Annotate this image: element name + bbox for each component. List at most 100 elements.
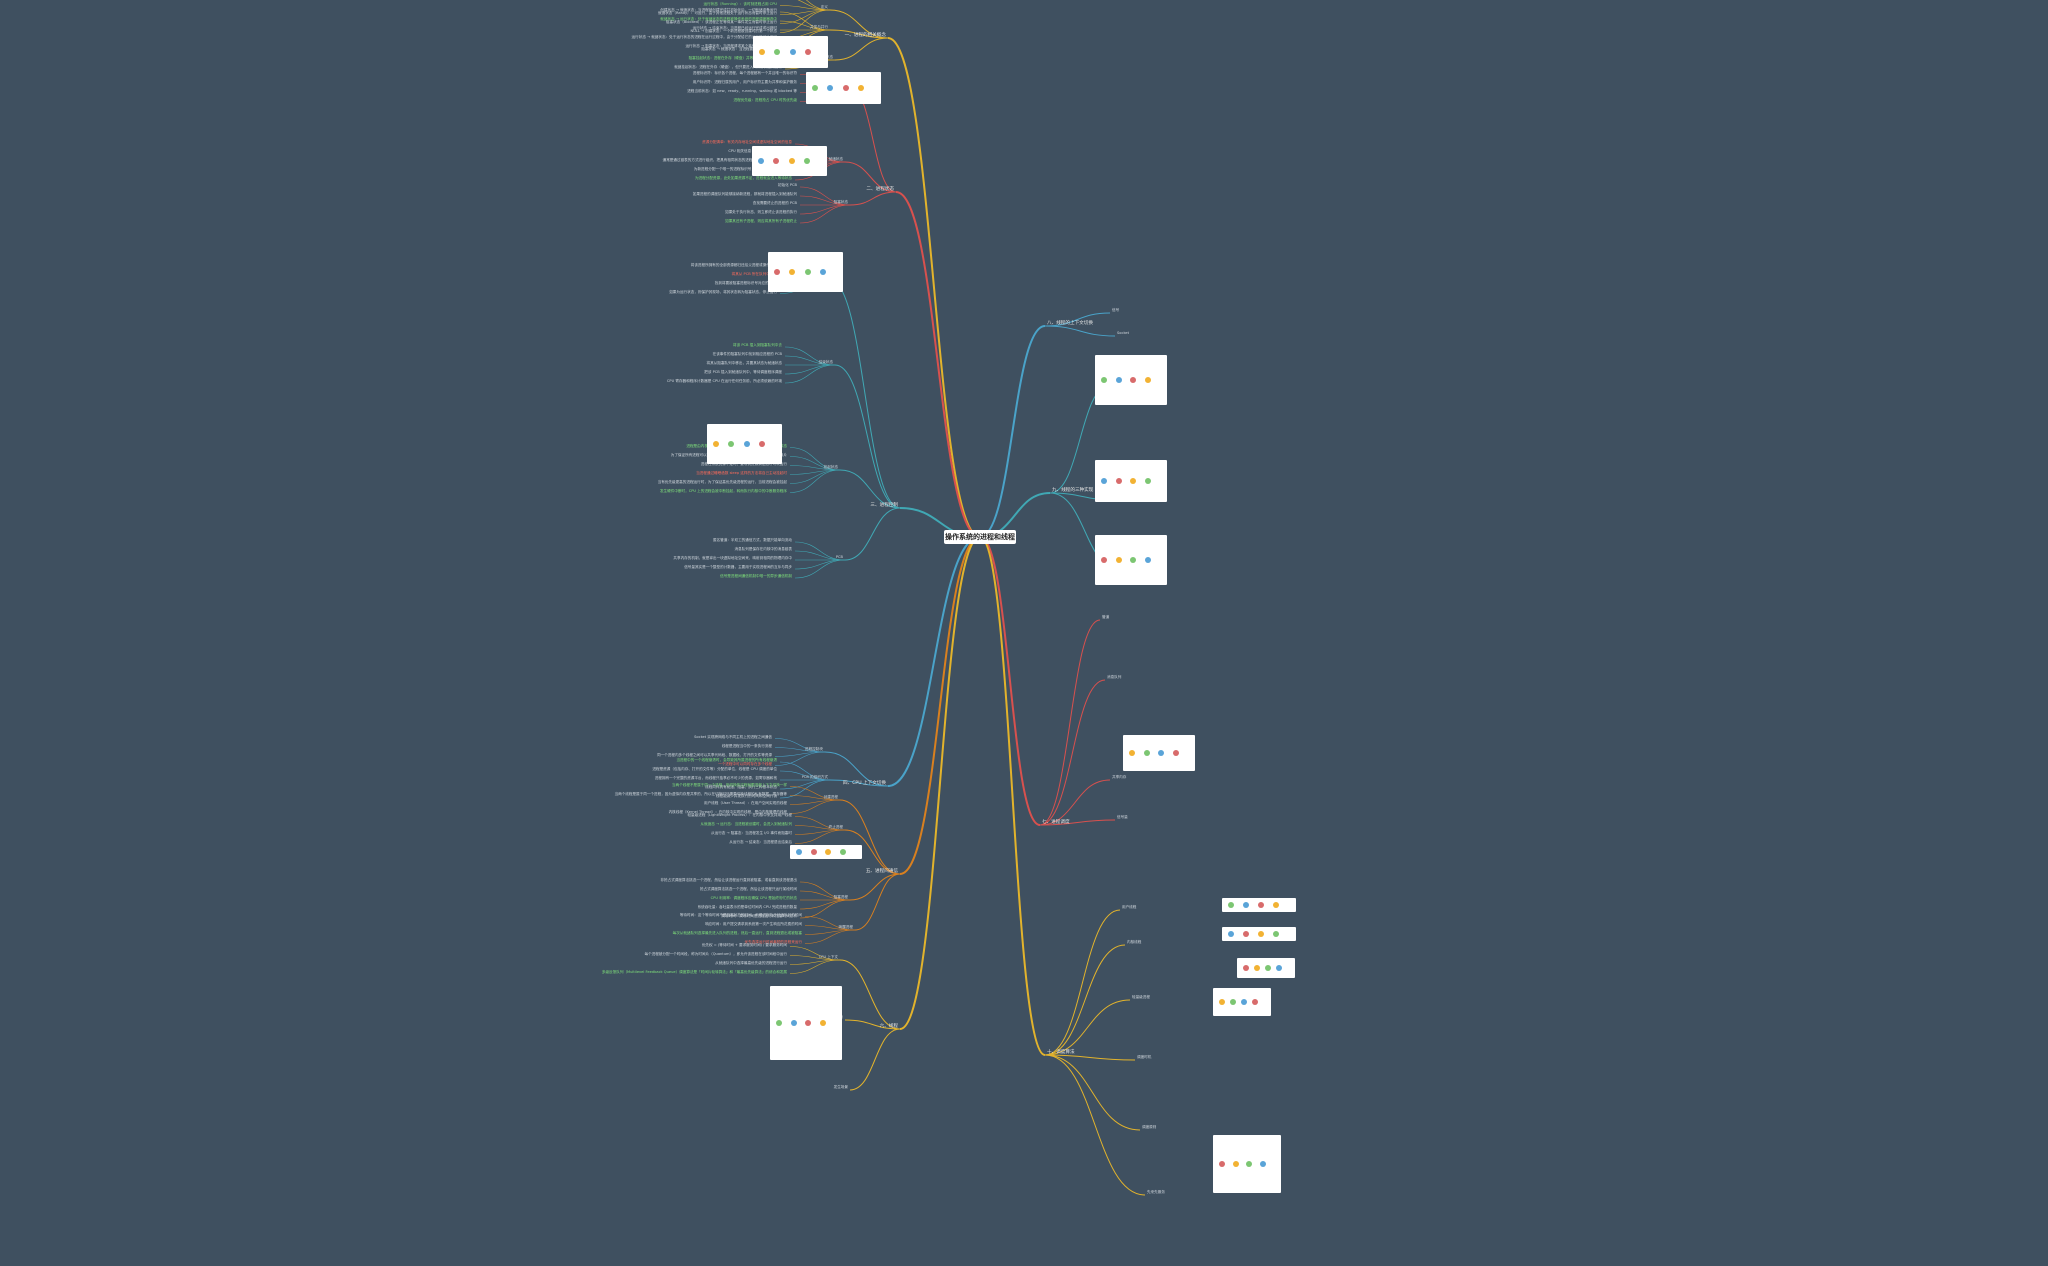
sub-branch-label[interactable]: 定义 (820, 5, 828, 9)
link-line (794, 559, 846, 579)
link-line (784, 364, 836, 384)
sub-branch-label[interactable]: 轻量级进程 (1132, 995, 1150, 999)
link-line (849, 873, 901, 901)
link-line (1044, 999, 1131, 1056)
sub-branch-label[interactable]: PCB (835, 555, 843, 559)
diagram-thumbnail (790, 845, 862, 859)
sub-branch-label[interactable]: 调度原则 (1142, 1125, 1157, 1129)
note-text: 当进程中的一个线程崩溃时，会导致其所属进程的所有线程崩溃 (676, 758, 777, 762)
note-text: 优先权 = (等待时间 + 要求服务时间) / 要求服务时间 (701, 942, 787, 947)
sub-branch-label[interactable]: 信号 (1112, 308, 1120, 312)
sub-branch-label[interactable]: 共享内存 (1112, 775, 1127, 779)
note-text: 将该进程所拥有的全部资源都归还给父进程或操作系统 (690, 262, 777, 267)
note-text: 每次从就绪队列选择最先进入队列的进程，然后一直运行，直到进程退出或被阻塞 (672, 930, 802, 935)
sub-branch-label[interactable]: 管道 (1102, 615, 1110, 619)
note-text: 一个进程中可以同时存在多个线程 (718, 761, 772, 766)
branch-node[interactable]: 一、进程的相关概念 (844, 33, 886, 38)
link-line (1044, 312, 1111, 327)
sub-branch-label[interactable]: 调度时机 (1137, 1055, 1152, 1059)
link-line (979, 536, 1046, 1056)
note-text: 周转时间：周转时间是进程运行和阻塞时间总和 (721, 914, 797, 918)
note-text: 非抢占式调度算法挑选一个进程，然后让该进程运行直到被阻塞，或者直到该进程退出 (660, 878, 797, 882)
branch-node[interactable]: 六、线程 (879, 1024, 898, 1029)
link-line (839, 959, 901, 1030)
sub-branch-label[interactable]: 并发与并行 (810, 25, 828, 29)
link-line (834, 364, 901, 509)
note-text: 信号量其实是一个整型的计数器，主要用于实现进程间的互斥与同步 (684, 565, 792, 569)
link-line (829, 29, 889, 39)
note-text: 当两个线程不是属于同一个进程，则切换的过程就跟进程上下文切换一样 (672, 782, 787, 787)
note-text: 信号是进程间通信机制中唯一的异步通信机制 (720, 574, 792, 578)
note-text: 把该 PCB 插入到就绪队列中，等待调度程序调度 (704, 370, 782, 374)
note-text: 通常是通过链表的方式进行组织，把具有相同状态的进程链在一起，组成各种队列 (662, 158, 792, 162)
note-text: 在该事件的阻塞队列中找到相应进程的 PCB (712, 352, 782, 356)
note-text: 运行状态 → 就绪状态：处于运行状态的进程在运行过程中，由于分配给它的运行时间片… (631, 35, 777, 39)
note-text: 从就绪态 → 运行态：当进程被创建时，会进入到就绪队列 (700, 821, 792, 826)
branch-node[interactable]: 四、CPU 上下文切换 (843, 781, 886, 786)
sub-branch-label[interactable]: 阻塞状态 (833, 200, 848, 204)
branch-node[interactable]: 三、进程控制 (870, 503, 898, 508)
link-line (1044, 909, 1121, 1056)
sub-branch-label[interactable]: 阻塞进程 (833, 895, 848, 899)
branch-node[interactable]: 二、进程状态 (866, 187, 894, 192)
link-line (799, 204, 851, 215)
note-text: 查找需要终止的进程的 PCB (752, 201, 797, 205)
sub-branch-label[interactable]: 挂起状态 (823, 465, 838, 469)
sub-branch-label[interactable]: 结束状态 (818, 360, 833, 364)
branch-node[interactable]: 九、线程的三种实现 (1052, 488, 1094, 493)
note-text: CPU 利用率：调度程序应确保 CPU 是始终匆忙的状态 (710, 896, 797, 900)
diagram-thumbnail (1222, 927, 1296, 941)
sub-branch-label[interactable]: 进程控制块 (805, 747, 823, 751)
note-text: 消息队列是保存在内核中的消息链表 (734, 547, 793, 551)
link-line (824, 751, 889, 787)
sub-branch-label[interactable]: 创建进程 (823, 795, 838, 799)
link-line (789, 469, 841, 493)
branch-node[interactable]: 七、进程调度 (1042, 820, 1070, 825)
note-text: CPU 寄存器和程序计数器是 CPU 在运行任何任务前，所必须依赖的环境 (666, 379, 782, 383)
sub-branch-label[interactable]: Socket (1117, 331, 1130, 335)
note-text: 进程优先级：进程抢占 CPU 时的优先级 (733, 97, 798, 102)
link-line (799, 899, 851, 910)
sub-branch-label[interactable]: 就绪状态 (828, 157, 843, 161)
sub-branch-label[interactable]: 信号量 (1117, 815, 1128, 819)
note-text: 创建状态 → 就绪状态：当进程被创建完成并初始化后，一切就绪准备运行 (660, 8, 777, 12)
sub-branch-label[interactable]: 用户线程 (1122, 905, 1137, 909)
branch-node[interactable]: 十、调度算法 (1047, 1050, 1075, 1055)
link-line (844, 161, 897, 193)
diagram-thumbnail (1237, 958, 1295, 978)
link-line (899, 536, 981, 875)
note-text: 进程拥有一个完整的资源平台，而线程只独享必不可少的资源，如寄存器和栈 (654, 776, 777, 780)
link-line (844, 507, 901, 561)
link-line (854, 873, 901, 931)
note-text: 就绪状态 → 运行状态：处于就绪状态的进程被操作系统的进程调度器选中 (660, 17, 777, 21)
link-line (779, 779, 831, 799)
sub-branch-label[interactable]: 先来先服务 (1147, 1190, 1165, 1194)
note-text: 如果处于执行状态，则立即终止该进程的执行 (725, 210, 797, 214)
diagram-thumbnail (707, 424, 782, 464)
sub-branch-label[interactable]: 终止进程 (828, 825, 843, 829)
note-text: 进程是资源（包括内存、打开的文件等）分配的单位，线程是 CPU 调度的单位 (652, 767, 777, 771)
diagram-thumbnail (753, 36, 828, 68)
sub-branch-label[interactable]: 内核线程 (1127, 940, 1142, 944)
sub-branch-label[interactable]: 发生场景 (833, 1085, 848, 1089)
diagram-thumbnail (1123, 735, 1195, 771)
link-line (887, 37, 981, 538)
link-line (794, 559, 846, 570)
sub-branch-label[interactable]: 唤醒进程 (838, 925, 853, 929)
note-text: 优先选择运行时间最短的进程来运行 (744, 939, 803, 944)
branch-node[interactable]: 八、线程的上下文切换 (1047, 321, 1093, 326)
note-text: 资源分配清单：有关内存地址空间或虚拟地址空间的信息 (702, 140, 792, 144)
root-node[interactable]: 操作系统的进程和线程 (944, 530, 1016, 544)
sub-branch-label[interactable]: PCB 的组织方式 (801, 775, 828, 779)
sub-branch-label[interactable]: 消息队列 (1107, 675, 1122, 679)
note-text: 同一个进程内多个线程之间可以共享代码段、数据段、打开的文件等资源 (657, 752, 772, 757)
note-text: 就绪状态（Ready）：可运行，由于其他进程处于运行状态而暂时停止运行 (658, 10, 777, 15)
note-text: 从就绪队列中选择最高优先级的进程进行运行 (715, 960, 787, 965)
link-line (844, 829, 901, 875)
sub-branch-label[interactable]: CPU 上下文 (818, 955, 838, 959)
link-line (1044, 1054, 1141, 1131)
link-line (839, 799, 901, 875)
branch-node[interactable]: 五、进程间通信 (865, 869, 898, 874)
